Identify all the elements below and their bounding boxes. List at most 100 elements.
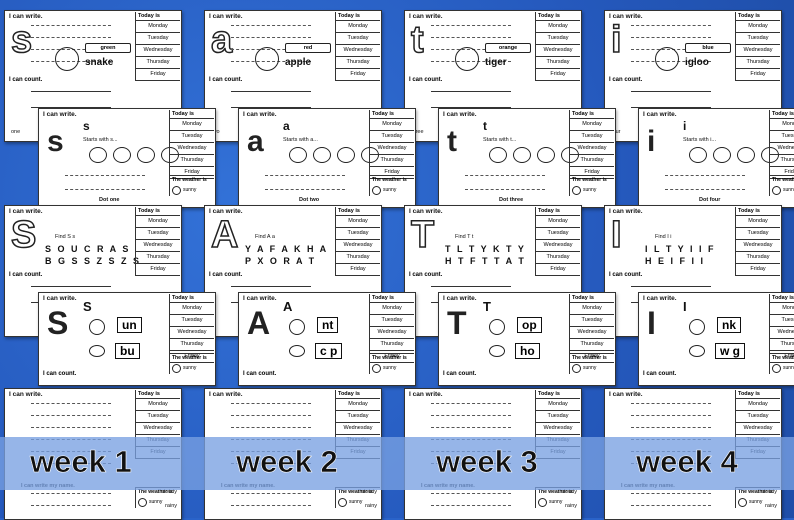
day-item: Thursday <box>570 155 614 167</box>
day-item: Monday <box>170 303 214 315</box>
day-item: Tuesday <box>136 411 180 423</box>
day-item: Tuesday <box>170 131 214 143</box>
weather-row: sunny <box>136 496 180 508</box>
writing-guide-line <box>231 415 311 416</box>
weather-row: sunny <box>736 496 780 508</box>
weather-label: The weather is <box>138 489 173 495</box>
today-is-label: Today is <box>536 12 580 21</box>
day-item: Tuesday <box>736 33 780 45</box>
weather-option: sunny <box>149 499 163 505</box>
sun-icon <box>372 363 381 373</box>
today-is-label: Today is <box>570 110 614 119</box>
writing-guide-line <box>31 505 111 506</box>
sun-icon <box>172 185 181 195</box>
sun-icon <box>738 497 747 507</box>
i-can-write-label: I can write. <box>643 295 677 302</box>
lesson-letter: a <box>283 119 290 133</box>
weather-row: sunny <box>770 184 794 196</box>
letter-grid-row: T L T Y K T Y <box>445 244 526 254</box>
picture-icon <box>489 147 507 163</box>
picture-icon <box>89 319 105 335</box>
starts-with-label: Starts with s... <box>83 137 118 143</box>
weather-label: The weather is <box>372 177 407 183</box>
day-item: Monday <box>336 21 380 33</box>
dot-label: Dot four <box>699 197 721 203</box>
day-item: Tuesday <box>570 131 614 143</box>
starts-with-label: Starts with i... <box>683 137 717 143</box>
writing-guide-line <box>665 175 745 176</box>
weather-option: cloudy <box>161 489 177 495</box>
starts-with-label: Starts with a... <box>283 137 318 143</box>
sun-icon <box>572 363 581 373</box>
find-label: Find T t <box>455 234 474 240</box>
weather-row: sunny <box>370 184 414 196</box>
i-can-count-label: I can count. <box>643 371 677 377</box>
weather-label: The weather is <box>172 177 207 183</box>
today-is-label: Today is <box>370 110 414 119</box>
lesson-letter: I <box>683 299 687 314</box>
writing-guide-line <box>431 286 511 287</box>
picture-word: igloo <box>685 57 709 68</box>
i-can-write-label: I can write. <box>209 13 243 20</box>
i-can-write-label: I can write. <box>209 208 243 215</box>
picture-icon <box>89 147 107 163</box>
day-item: Monday <box>536 216 580 228</box>
lesson-letter: A <box>283 299 293 314</box>
day-item: Thursday <box>370 339 414 351</box>
lesson-letter: s <box>83 119 90 133</box>
lesson-letter: t <box>483 119 487 133</box>
day-item: Tuesday <box>370 131 414 143</box>
find-label: Find S s <box>55 234 76 240</box>
day-item: Friday <box>336 264 380 276</box>
today-is-label: Today is <box>736 207 780 216</box>
day-item: Wednesday <box>736 45 780 57</box>
picture-icon <box>537 147 555 163</box>
picture-word: snake <box>85 57 114 68</box>
picture-icon <box>161 147 179 163</box>
day-item: Wednesday <box>770 143 794 155</box>
weather-option: sunny <box>349 499 363 505</box>
day-item: Monday <box>536 399 580 411</box>
crayon-icon: red <box>285 43 331 53</box>
picture-icon <box>289 345 305 357</box>
today-is-label: Today is <box>370 294 414 303</box>
traced-letter: T <box>447 305 467 341</box>
writing-guide-line <box>231 427 311 428</box>
day-item: Thursday <box>136 252 180 264</box>
picture-icon <box>561 147 579 163</box>
writing-guide-line <box>631 427 711 428</box>
picture-icon <box>113 147 131 163</box>
i-can-count-label: I can count. <box>443 371 477 377</box>
picture-icon <box>455 47 479 71</box>
writing-guide-line <box>31 415 111 416</box>
day-item: Monday <box>370 119 414 131</box>
sun-icon <box>772 363 781 373</box>
picture-icon <box>489 319 505 335</box>
picture-word: apple <box>285 57 312 68</box>
day-item: Wednesday <box>536 423 580 435</box>
i-can-count-label: I can count. <box>609 272 643 278</box>
day-item: Tuesday <box>536 228 580 240</box>
find-label: Find I i <box>655 234 672 240</box>
day-item: Tuesday <box>770 315 794 327</box>
day-item: Wednesday <box>736 240 780 252</box>
word-box: c p <box>315 343 343 359</box>
today-is-label: Today is <box>136 390 180 399</box>
dot-label: Dot one <box>99 197 120 203</box>
sun-icon <box>538 497 547 507</box>
day-item: Wednesday <box>136 45 180 57</box>
weather-label: The weather is <box>772 355 794 361</box>
day-item: Wednesday <box>570 327 614 339</box>
today-is-label: Today is <box>536 207 580 216</box>
day-item: Thursday <box>370 155 414 167</box>
writing-guide-line <box>231 37 311 38</box>
writing-guide-line <box>31 403 111 404</box>
today-is-label: Today is <box>570 294 614 303</box>
